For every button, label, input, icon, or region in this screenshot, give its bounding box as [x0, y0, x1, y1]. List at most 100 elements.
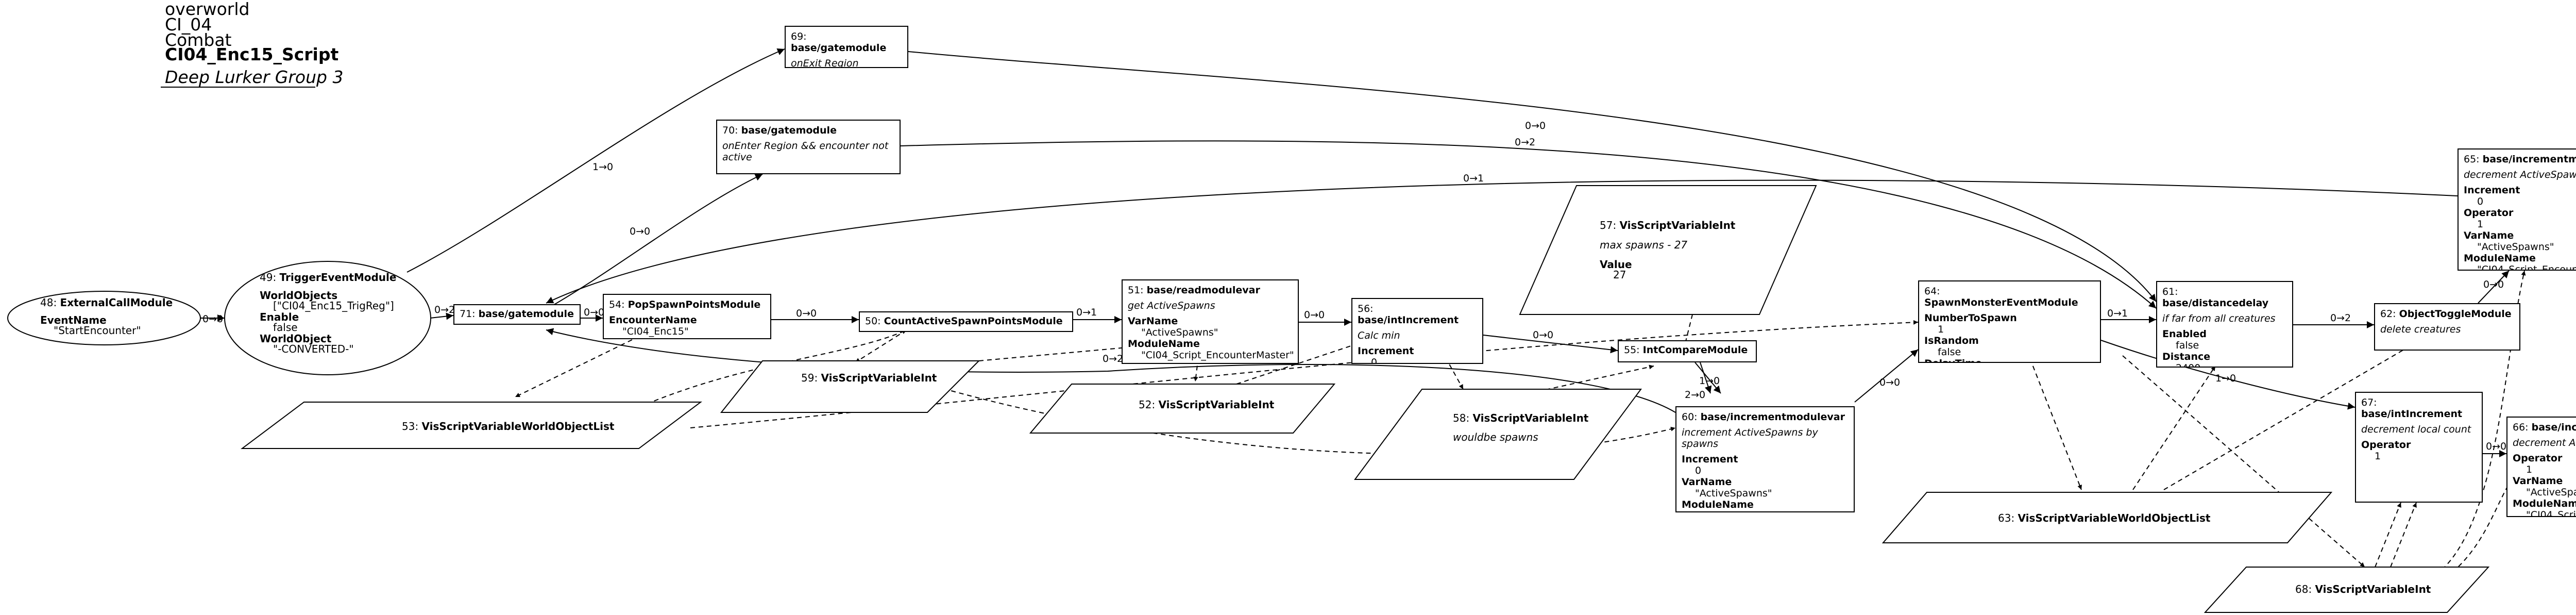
- node-71[interactable]: 71: base/gatemodule: [453, 304, 581, 325]
- node-49-title: 49: TriggerEventModule: [260, 271, 396, 284]
- var-63-62: [2163, 345, 2412, 490]
- node-53-shape: [241, 402, 702, 449]
- node-57-param-val: 27: [1613, 269, 1626, 281]
- edge-label: 0→1: [2107, 308, 2128, 319]
- node-48-title: 48: ExternalCallModule: [40, 296, 173, 309]
- node-54-param-key: EncounterName: [609, 314, 697, 326]
- var-54-53: [515, 328, 655, 397]
- node-60-comment: increment ActiveSpawns by spawns: [1682, 427, 1818, 450]
- node-67[interactable]: 67: base/intIncrement decrement local cou…: [2355, 392, 2483, 503]
- var-64-68: [2122, 355, 2365, 568]
- node-48-shape: [7, 291, 201, 345]
- node-62-title: 62: ObjectToggleModule: [2380, 308, 2512, 320]
- node-54-params: EncounterName"CI04_Enc15": [609, 314, 765, 337]
- node-64-title: 64: SpawnMonsterEventModule: [1924, 286, 2078, 308]
- node-58-comment: wouldbe spawns: [1453, 431, 1538, 443]
- node-49-shape: [224, 261, 431, 375]
- node-48-param-val: "StartEncounter": [54, 324, 141, 337]
- node-52-shape: [1029, 384, 1336, 434]
- header-line-region: CI_04: [165, 14, 212, 35]
- edge-56-55: [1483, 335, 1618, 354]
- edge-64-67: [2100, 340, 2355, 410]
- node-66-params: Operator1VarName"ActiveSpawns"ModuleName…: [2513, 453, 2576, 516]
- header-line-category: overworld: [165, 0, 250, 19]
- node-62[interactable]: 62: ObjectToggleModule delete creatures: [2374, 303, 2520, 351]
- node-55[interactable]: 55: IntCompareModule: [1618, 340, 1757, 362]
- header-subtitle: Deep Lurker Group 3: [165, 67, 344, 87]
- node-66-param-value: 1: [2526, 464, 2533, 475]
- edge-60-64: [1854, 349, 1919, 403]
- edge-label: 1→0: [592, 161, 613, 173]
- node-58-shape: [1354, 389, 1642, 480]
- var-52-56: [1236, 342, 1361, 385]
- edge-69-61: [908, 51, 2157, 302]
- node-66[interactable]: 66: base/incrementmodulevardecrement Act…: [2506, 417, 2576, 517]
- node-65-param-key: ModuleName: [2464, 253, 2536, 264]
- node-68-title: 68: VisScriptVariableInt: [2295, 583, 2431, 595]
- edge-label: 0→1: [1076, 307, 1097, 318]
- node-51-param-key: ModuleName: [1128, 338, 1200, 350]
- node-64-param-value: false: [1938, 346, 1961, 358]
- var-63-61: [2132, 365, 2216, 490]
- edge-label: 1→0: [1699, 375, 1720, 387]
- node-57-shape: [1519, 185, 1817, 315]
- node-49-p0-key: WorldObjects: [260, 289, 337, 302]
- node-49-p2-val: "-CONVERTED-": [273, 343, 354, 355]
- edge-label: 1→0: [2215, 373, 2236, 384]
- node-65-param-value: 1: [2477, 219, 2484, 230]
- node-60-param-value: "ActiveSpawns": [1695, 488, 1772, 499]
- node-67-title: 67: base/intIncrement: [2361, 397, 2463, 420]
- node-61-title: 61: base/distancedelay: [2162, 286, 2269, 309]
- node-56-comment: Calc min: [1358, 330, 1400, 341]
- node-64-param-key: IsRandom: [1924, 335, 1979, 346]
- node-55-title: 55: IntCompareModule: [1624, 344, 1748, 356]
- node-65-param-key: Operator: [2464, 207, 2514, 219]
- node-64-param-key: NumberToSpawn: [1924, 312, 2017, 324]
- node-65-param-value: "CI04_Script_EncounterMaster": [2477, 264, 2576, 271]
- node-64-param-key: DelayTime: [1924, 358, 2095, 362]
- var-68-67a: [2375, 502, 2401, 568]
- node-69-title: 69: base/gatemodule: [791, 31, 887, 54]
- edge-49-69: [406, 48, 785, 273]
- node-61-params: EnabledfalseDistance2400: [2162, 328, 2287, 367]
- flow-edges: [200, 48, 2510, 457]
- edge-71-70: [546, 174, 763, 310]
- node-65[interactable]: 65: base/incrementmodulevardecrement Act…: [2458, 148, 2576, 271]
- node-54-title: 54: PopSpawnPointsModule: [609, 299, 761, 310]
- node-60-param-value: 0: [1695, 465, 1702, 476]
- node-62-comment: delete creatures: [2380, 324, 2461, 335]
- node-67-comment: decrement local count: [2361, 424, 2471, 435]
- node-49-p1-key: Enable: [260, 311, 299, 323]
- node-56-param-key: Increment: [1358, 345, 1414, 357]
- node-61[interactable]: 61: base/distancedelay if far from all cr…: [2156, 281, 2293, 368]
- edge-62-65: [2478, 270, 2510, 304]
- node-50[interactable]: 50: CountActiveSpawnPointsModule: [859, 311, 1073, 332]
- node-51-comment: get ActiveSpawns: [1128, 300, 1215, 311]
- edge-label: 0→0: [1525, 120, 1546, 131]
- edge-label: 2→0: [1685, 389, 1705, 401]
- node-57-comment: max spawns - 27: [1600, 239, 1687, 251]
- edge-label: 0→2: [1103, 353, 1123, 364]
- node-56-title: 56: base/intIncrement: [1358, 303, 1459, 326]
- node-61-param-value: false: [2176, 340, 2199, 351]
- node-61-comment: if far from all creatures: [2162, 313, 2276, 324]
- node-57-param-key: Value: [1600, 258, 1632, 271]
- node-67-param-value: 1: [2375, 451, 2381, 462]
- node-65-title: 65: base/incrementmodulevar: [2464, 154, 2576, 165]
- node-63-title: 63: VisScriptVariableWorldObjectList: [1998, 512, 2211, 524]
- node-61-param-key: Distance: [2162, 351, 2211, 362]
- node-64-param-value: 1: [1938, 324, 1944, 335]
- node-65-param-key: Increment: [2464, 185, 2520, 196]
